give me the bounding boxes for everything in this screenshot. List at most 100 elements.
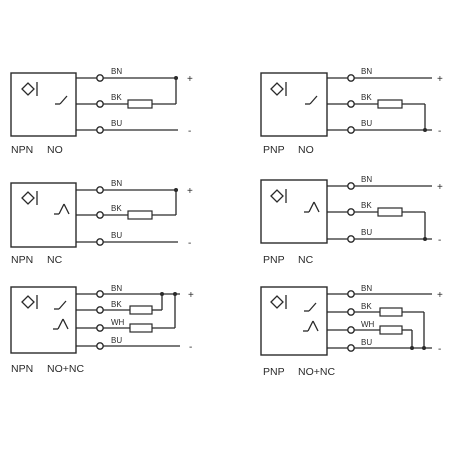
polarity-positive: + xyxy=(188,290,194,301)
junction-dot xyxy=(160,292,164,296)
polarity-negative: - xyxy=(438,235,441,246)
terminal-bu xyxy=(96,342,104,350)
terminal-bk xyxy=(347,208,355,216)
contact-mode-label: NO xyxy=(298,144,314,156)
output-type-label: NPN xyxy=(11,254,33,266)
proximity-sensor-icon xyxy=(270,82,287,96)
wire-label-bu: BU xyxy=(111,119,122,128)
no-contact-icon xyxy=(55,95,68,105)
load-resistor-no xyxy=(129,305,153,315)
sensor-housing xyxy=(260,72,328,137)
load-resistor xyxy=(127,99,153,109)
load-resistor-no xyxy=(379,307,403,317)
contact-mode-label: NO+NC xyxy=(298,366,335,378)
contact-mode-label: NC xyxy=(298,254,314,266)
wire-label-bk: BK xyxy=(111,204,122,213)
wire-label-bn: BN xyxy=(361,284,372,293)
terminal-bn xyxy=(347,182,355,190)
diagram-pnp-nc: BN BK BU + - PNP NC xyxy=(260,175,443,266)
terminal-bn xyxy=(96,290,104,298)
nc-contact-icon xyxy=(304,201,320,213)
wire-label-bu: BU xyxy=(111,336,122,345)
terminal-wh xyxy=(96,324,104,332)
polarity-positive: + xyxy=(437,290,443,301)
proximity-sensor-icon xyxy=(21,191,38,205)
terminal-bu xyxy=(96,238,104,246)
terminal-bn xyxy=(347,290,355,298)
terminal-bu xyxy=(347,344,355,352)
load-resistor xyxy=(377,99,403,109)
sensor-housing xyxy=(260,179,328,244)
load-resistor xyxy=(127,210,153,220)
polarity-positive: + xyxy=(187,186,193,197)
proximity-sensor-icon xyxy=(270,189,287,203)
wire-label-wh: WH xyxy=(361,320,375,329)
load-resistor-nc xyxy=(379,325,403,335)
nc-contact-icon xyxy=(53,318,69,330)
polarity-positive: + xyxy=(187,74,193,85)
output-type-label: NPN xyxy=(11,144,33,156)
wire-label-bn: BN xyxy=(111,67,122,76)
diagram-npn-no: BN BK BU + - NPN NO xyxy=(10,67,193,156)
wire-label-bk: BK xyxy=(361,201,372,210)
no-contact-icon xyxy=(305,95,318,105)
terminal-wh xyxy=(347,326,355,334)
wire-label-bk: BK xyxy=(111,93,122,102)
nc-contact-icon xyxy=(303,320,319,332)
output-type-label: NPN xyxy=(11,363,33,375)
polarity-negative: - xyxy=(188,126,191,137)
wire-label-bk: BK xyxy=(111,300,122,309)
output-type-label: PNP xyxy=(263,144,285,156)
contact-mode-label: NO+NC xyxy=(47,363,84,375)
sensor-housing xyxy=(10,72,77,137)
junction-dot xyxy=(174,76,178,80)
proximity-sensor-icon xyxy=(21,82,38,96)
proximity-sensor-icon xyxy=(21,295,38,309)
contact-mode-label: NO xyxy=(47,144,63,156)
terminal-bn xyxy=(347,74,355,82)
wire-label-bu: BU xyxy=(361,338,372,347)
wire-label-wh: WH xyxy=(111,318,125,327)
wire-label-bk: BK xyxy=(361,302,372,311)
terminal-bu xyxy=(96,126,104,134)
sensor-housing xyxy=(10,286,77,354)
terminal-bk xyxy=(347,308,355,316)
junction-dot xyxy=(173,292,177,296)
no-contact-icon xyxy=(304,302,317,312)
polarity-negative: - xyxy=(438,344,441,355)
load-resistor xyxy=(377,207,403,217)
load-resistor-nc xyxy=(129,323,153,333)
terminal-bu xyxy=(347,235,355,243)
wire-label-bu: BU xyxy=(361,228,372,237)
terminal-bk xyxy=(96,211,104,219)
diagram-pnp-no: BN BK BU + - PNP NO xyxy=(260,67,443,156)
wire-label-bk: BK xyxy=(361,93,372,102)
wire-label-bu: BU xyxy=(361,119,372,128)
wire-label-bn: BN xyxy=(111,284,122,293)
diagram-npn-no-nc: BN BK WH BU + - NPN NO+NC xyxy=(10,284,194,375)
terminal-bk xyxy=(347,100,355,108)
wire-label-bn: BN xyxy=(361,67,372,76)
diagram-pnp-no-nc: BN BK WH BU + - PNP NO+NC xyxy=(260,284,443,378)
terminal-bk xyxy=(96,306,104,314)
nc-contact-icon xyxy=(54,203,70,215)
output-type-label: PNP xyxy=(263,366,285,378)
no-contact-icon xyxy=(54,300,67,310)
diagram-npn-nc: BN BK BU + - NPN NC xyxy=(10,179,193,266)
terminal-bk xyxy=(96,100,104,108)
wire-label-bn: BN xyxy=(111,179,122,188)
junction-dot xyxy=(174,188,178,192)
terminal-bu xyxy=(347,126,355,134)
proximity-sensor-icon xyxy=(270,295,287,309)
output-type-label: PNP xyxy=(263,254,285,266)
wire-label-bn: BN xyxy=(361,175,372,184)
terminal-bn xyxy=(96,186,104,194)
sensor-housing xyxy=(260,286,328,356)
sensor-housing xyxy=(10,182,77,248)
wire-label-bu: BU xyxy=(111,231,122,240)
polarity-positive: + xyxy=(437,182,443,193)
polarity-negative: - xyxy=(438,126,441,137)
polarity-negative: - xyxy=(189,342,192,353)
